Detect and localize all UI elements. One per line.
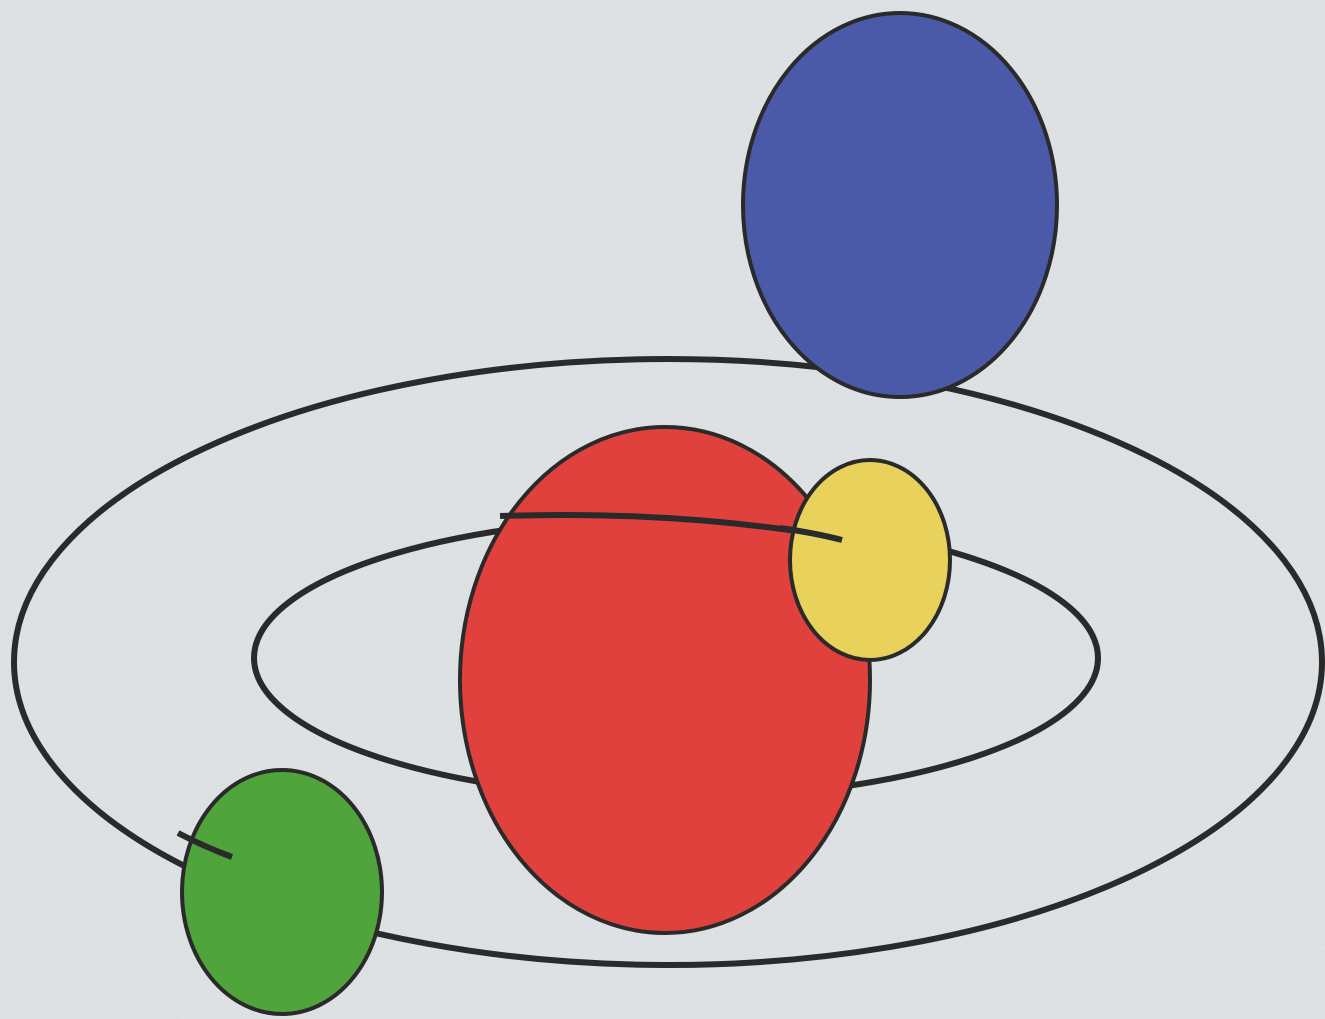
yellow-planet xyxy=(790,460,950,660)
blue-planet xyxy=(743,13,1057,397)
green-planet xyxy=(182,770,382,1014)
